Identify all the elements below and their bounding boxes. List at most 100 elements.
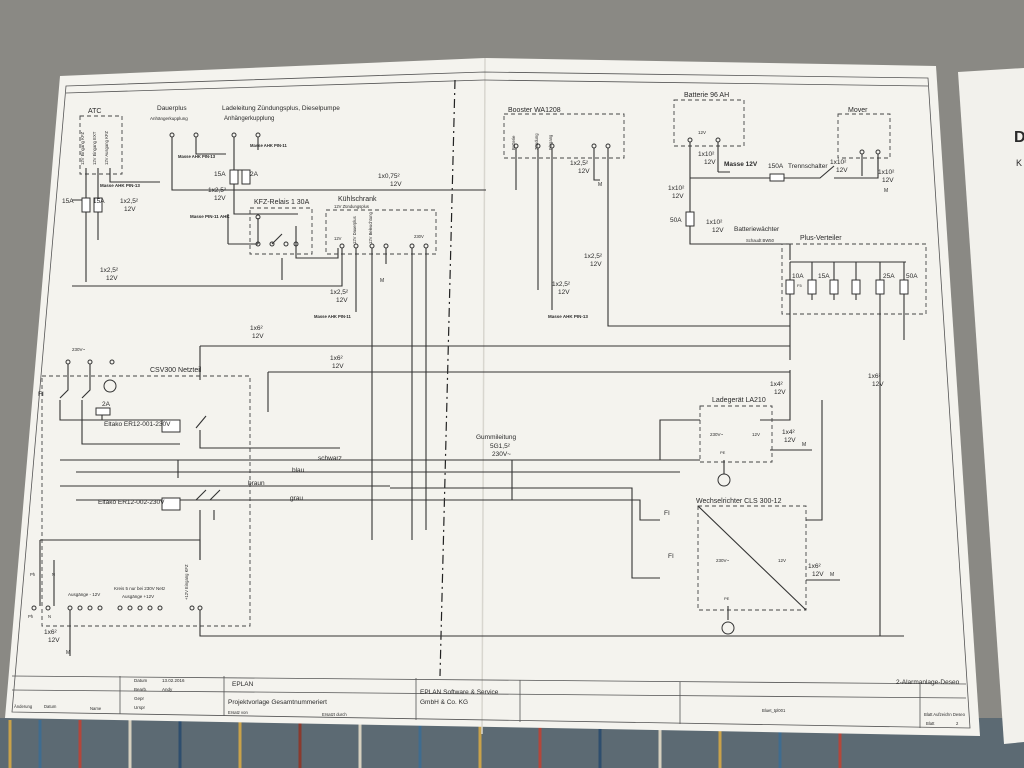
lg-m: M [802, 442, 806, 448]
cable-4-v: 12V [774, 389, 786, 396]
pv-box [781, 243, 927, 315]
terminal-row [31, 605, 203, 611]
kfz-relais-masse: Masse PIN-11 AHK [190, 214, 230, 219]
cable-atc-v: 12V [124, 206, 136, 213]
cable-lg-v: 12V [784, 437, 796, 444]
kuehl-12v: 12V [334, 236, 342, 241]
cable-lade-a: 1x2,5² [208, 187, 227, 194]
pv-fuse-15a: 15A [818, 273, 830, 280]
cable-booster-v: 12V [578, 168, 590, 175]
kuehl-pin-1: 12V Dauerplus [352, 216, 357, 244]
ladeleitung-title: Ladeleitung Zündungsplus, Dieselpumpe [222, 105, 340, 112]
ladegeraet-right: 12V [752, 432, 760, 437]
cable-booster2-a: 1x2,5² [584, 253, 603, 260]
batterie-fuse: 150A [768, 163, 784, 170]
eltako1-coil [161, 419, 181, 433]
booster-box [503, 113, 625, 159]
wr-fi-2: FI [668, 553, 674, 560]
eltako2-coil [161, 497, 181, 511]
ausgaenge-d: +12V Eingang KFZ [184, 564, 189, 600]
fuse-label-3: 15A [214, 171, 226, 178]
atc-masse: Masse AHK PIN-13 [100, 183, 140, 188]
tb-blatt-no: 2 [956, 721, 959, 726]
fuse-label-2: 15A [93, 198, 105, 205]
csv-fuse: 2A [102, 401, 111, 408]
wire-schwarz: schwarz [318, 455, 342, 462]
bw-title: Batteriewächter [734, 226, 780, 233]
cable-6b-v: 12V [332, 363, 344, 370]
cable-075-v: 12V [390, 181, 402, 188]
gummi-title: Gummileitung [476, 434, 516, 441]
ladeleitung-masse: Masse AHK PIN-11 [250, 143, 288, 148]
kfz-relais-box [249, 207, 313, 255]
cable-6b-a: 1x6² [330, 355, 343, 362]
cable-bl-a: 1x6² [44, 629, 57, 636]
term-ph: Ph [30, 572, 36, 577]
tb-date-label: Datum [134, 678, 148, 683]
cable-lade-v: 12V [214, 195, 226, 202]
tb-ersatz-von: Ersatz von [228, 710, 248, 715]
term-n-2: N [48, 614, 51, 619]
ladeleitung-sub: Anhängerkupplung [224, 116, 274, 122]
kuehl-masse: Masse AHK PIN-11 [314, 314, 352, 319]
booster-pin-2: Zündung [534, 133, 539, 150]
side-sheet-line: K [1016, 158, 1022, 168]
wr-pe: PE [724, 596, 730, 601]
fuse-atc-2 [93, 197, 103, 213]
ladegeraet-pe: PE [720, 450, 726, 455]
pv-fuse-50a: 50A [906, 273, 918, 280]
wr-diagonal [697, 505, 807, 611]
cable-batt2-v: 12V [672, 193, 684, 200]
wr-right: 12V [778, 558, 786, 563]
batterie-box [673, 99, 745, 147]
fuse-label-1: 15A [62, 198, 74, 205]
booster-masse: Masse AHK PIN-13 [548, 314, 588, 319]
mover-title: Mover [848, 107, 868, 114]
tb-bearb: Andy [162, 687, 173, 692]
paper-fold [481, 57, 486, 735]
tb-name: Name [90, 706, 102, 711]
kuehl-m: M [380, 278, 384, 284]
cable-booster3-v: 12V [558, 289, 570, 296]
booster-title: Booster WA1208 [508, 107, 561, 114]
ausgaenge-a: Ausgänge - 12V [68, 592, 100, 597]
pv-fuse-25a: 25A [883, 273, 895, 280]
kuehl-pin-2: 12V Beleuchtung [368, 211, 373, 244]
fuse-atc-1 [81, 197, 91, 213]
tb-datum2: Datum [44, 704, 57, 709]
tb-urspr: Urspr [134, 705, 146, 710]
booster-pin-1: Batterie [511, 135, 516, 150]
cable-lg-a: 1x4² [782, 429, 795, 436]
ladegeraet-box [699, 405, 773, 463]
batterie-fuse2: 50A [670, 217, 682, 224]
cable-left-v: 12V [106, 275, 118, 282]
cable-batt-a: 1x10² [698, 151, 715, 158]
tb-company-1: EPLAN Software & Service [420, 689, 499, 696]
pv-title: Plus-Verteiler [800, 235, 842, 242]
cable-bl-v: 12V [48, 637, 60, 644]
cable-atc-a: 1x2,5² [120, 198, 139, 205]
term-ph-2: Ph [28, 614, 34, 619]
fuse-150a [769, 173, 785, 182]
fuse-ladeleitung-15a [229, 169, 239, 185]
drawing-frame [11, 71, 971, 729]
cable-batt3-a: 1x10² [706, 219, 723, 226]
schematic-paper [5, 58, 980, 736]
cable-batt3-v: 12V [712, 227, 724, 234]
rug-pattern [8, 720, 842, 768]
atc-pin-2: 12V Eingang EXT [92, 131, 97, 165]
atc-pin-1: 12V Eingang KFZ [80, 132, 85, 165]
wr-left: 230V~ [716, 558, 730, 563]
booster-m: M [598, 182, 602, 188]
batterie-title: Batterie 96 AH [684, 92, 729, 99]
csv-v: 230V~ [72, 347, 86, 352]
bw-sub: Schaudt BW50 [746, 238, 775, 243]
wr-box [697, 505, 807, 611]
cable-mover2-a: 1x10² [878, 169, 895, 176]
kuehl-pin-3: 230V [414, 234, 424, 239]
cable-batt2-a: 1x10² [668, 185, 685, 192]
gummi-v: 230V~ [492, 451, 511, 458]
tb-company-2: GmbH & Co. KG [420, 699, 468, 706]
csv-box [41, 375, 251, 627]
